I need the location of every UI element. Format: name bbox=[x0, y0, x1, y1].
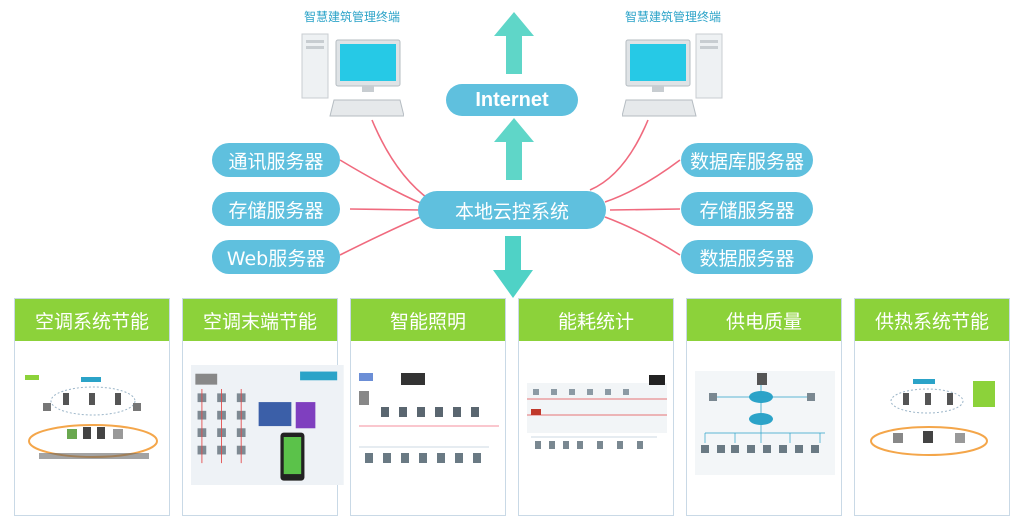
terminal-left-label: 智慧建筑管理终端 bbox=[304, 10, 401, 24]
arrow-up-top-icon bbox=[494, 12, 534, 74]
subsystem-title: 供电质量 bbox=[687, 299, 841, 341]
heating-diagram-thumbnail bbox=[870, 379, 995, 456]
server-web: Web服务器 bbox=[212, 240, 340, 274]
arrow-down-icon bbox=[493, 236, 533, 298]
computer-right-icon bbox=[622, 33, 723, 117]
link-terminal-right bbox=[589, 119, 649, 191]
server-comm: 通讯服务器 bbox=[212, 143, 340, 177]
subsystem-title: 供热系统节能 bbox=[855, 299, 1009, 341]
subsystem-title: 空调末端节能 bbox=[183, 299, 337, 341]
link-server-data bbox=[604, 216, 681, 256]
subsystem-panel-energy: 能耗统计 bbox=[518, 298, 674, 516]
subsystem-panel-hvac-terminal: 空调末端节能 bbox=[182, 298, 344, 516]
lighting-diagram-thumbnail bbox=[359, 373, 499, 463]
local-cloud-control-node: 本地云控系统 bbox=[418, 191, 606, 229]
hvac-terminal-diagram-thumbnail bbox=[191, 365, 344, 485]
computer-left-icon bbox=[301, 33, 404, 117]
hvac-system-diagram-thumbnail bbox=[25, 375, 158, 459]
power-quality-diagram-thumbnail bbox=[695, 371, 835, 475]
terminal-right-label: 智慧建筑管理终端 bbox=[625, 10, 722, 24]
link-server-db bbox=[604, 159, 681, 203]
energy-diagram-thumbnail bbox=[527, 375, 667, 449]
link-server-storage-right bbox=[609, 208, 681, 211]
subsystem-panel-power-quality: 供电质量 bbox=[686, 298, 842, 516]
subsystem-title: 智能照明 bbox=[351, 299, 505, 341]
link-server-web bbox=[339, 214, 426, 256]
internet-node: Internet bbox=[446, 84, 578, 116]
server-data: 数据服务器 bbox=[681, 240, 813, 274]
server-storage-left: 存储服务器 bbox=[212, 192, 340, 226]
arrow-up-mid-icon bbox=[494, 118, 534, 180]
link-server-storage-left bbox=[349, 208, 421, 211]
subsystem-panel-hvac: 空调系统节能 bbox=[14, 298, 170, 516]
subsystem-title: 空调系统节能 bbox=[15, 299, 169, 341]
server-storage-right: 存储服务器 bbox=[681, 192, 813, 226]
server-database: 数据库服务器 bbox=[681, 143, 813, 177]
subsystem-title: 能耗统计 bbox=[519, 299, 673, 341]
link-server-comm bbox=[339, 159, 426, 206]
subsystem-panel-heating: 供热系统节能 bbox=[854, 298, 1010, 516]
subsystem-panel-lighting: 智能照明 bbox=[350, 298, 506, 516]
link-terminal-left bbox=[371, 119, 431, 201]
